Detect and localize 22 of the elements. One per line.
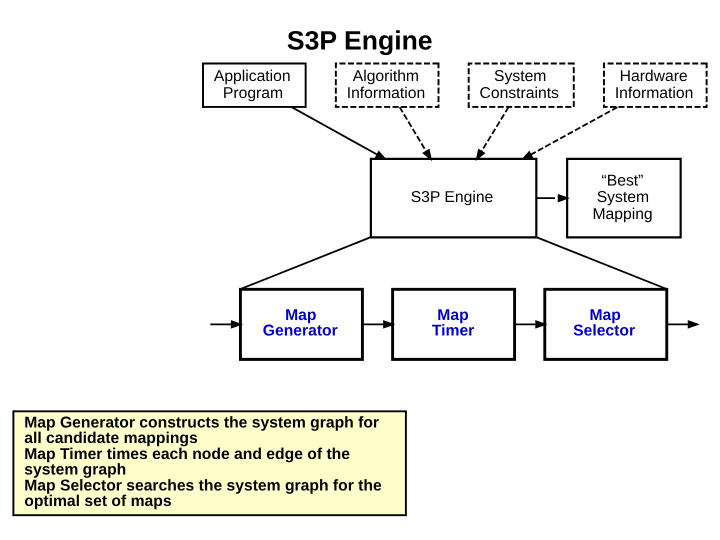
arrow xyxy=(291,106,388,160)
arrow xyxy=(514,320,548,329)
node-box: Algorithm Information xyxy=(334,62,440,108)
arrow xyxy=(210,320,243,329)
node-box: Hardware Information xyxy=(603,62,708,108)
node-box: Map Selector xyxy=(543,288,668,361)
node-box: S3P Engine xyxy=(370,158,538,238)
node-box: Map Generator xyxy=(238,288,364,361)
arrow xyxy=(667,320,700,329)
node-box: Map Timer xyxy=(391,288,516,361)
arrow xyxy=(536,194,570,202)
arrow xyxy=(362,320,396,329)
arrow xyxy=(398,106,432,162)
connector xyxy=(536,236,668,290)
arrow xyxy=(520,106,618,160)
connector xyxy=(240,236,371,290)
diagram-title: S3P Engine xyxy=(286,26,433,56)
node-box: Map Generator constructs the system graph for all candidate mappings Map Timer times each node and edge of the system graph Map Selector searches the system graph for the optimal set of maps xyxy=(12,410,407,516)
node-box: Application Program xyxy=(202,62,307,108)
arrow xyxy=(476,106,510,162)
node-box: System Constraints xyxy=(468,62,575,108)
node-box: “Best” System Mapping xyxy=(566,158,682,238)
